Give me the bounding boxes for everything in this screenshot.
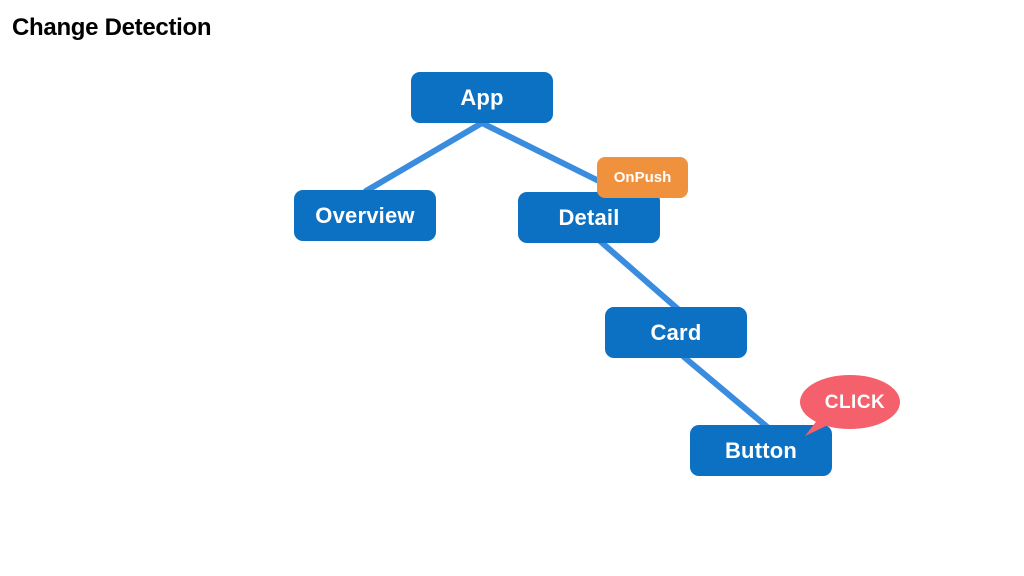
badge-onpush-label: OnPush: [613, 169, 672, 186]
node-app-label: App: [460, 84, 504, 110]
edge-card-button: [681, 354, 775, 434]
node-button-label: Button: [724, 437, 798, 463]
node-app[interactable]: App: [411, 72, 553, 123]
node-detail[interactable]: Detail: [518, 192, 660, 243]
callout-ellipse: [800, 375, 900, 429]
page-title: Change Detection: [12, 14, 212, 41]
badge-onpush[interactable]: OnPush: [597, 157, 688, 198]
click-callout-bubble: [800, 375, 900, 436]
node-card[interactable]: Card: [605, 307, 747, 358]
edge-detail-card: [597, 238, 690, 320]
node-card-label: Card: [650, 319, 702, 345]
node-detail-label: Detail: [558, 204, 620, 230]
node-overview[interactable]: Overview: [294, 190, 436, 241]
edge-app-overview: [363, 120, 485, 194]
node-overview-label: Overview: [315, 202, 415, 228]
